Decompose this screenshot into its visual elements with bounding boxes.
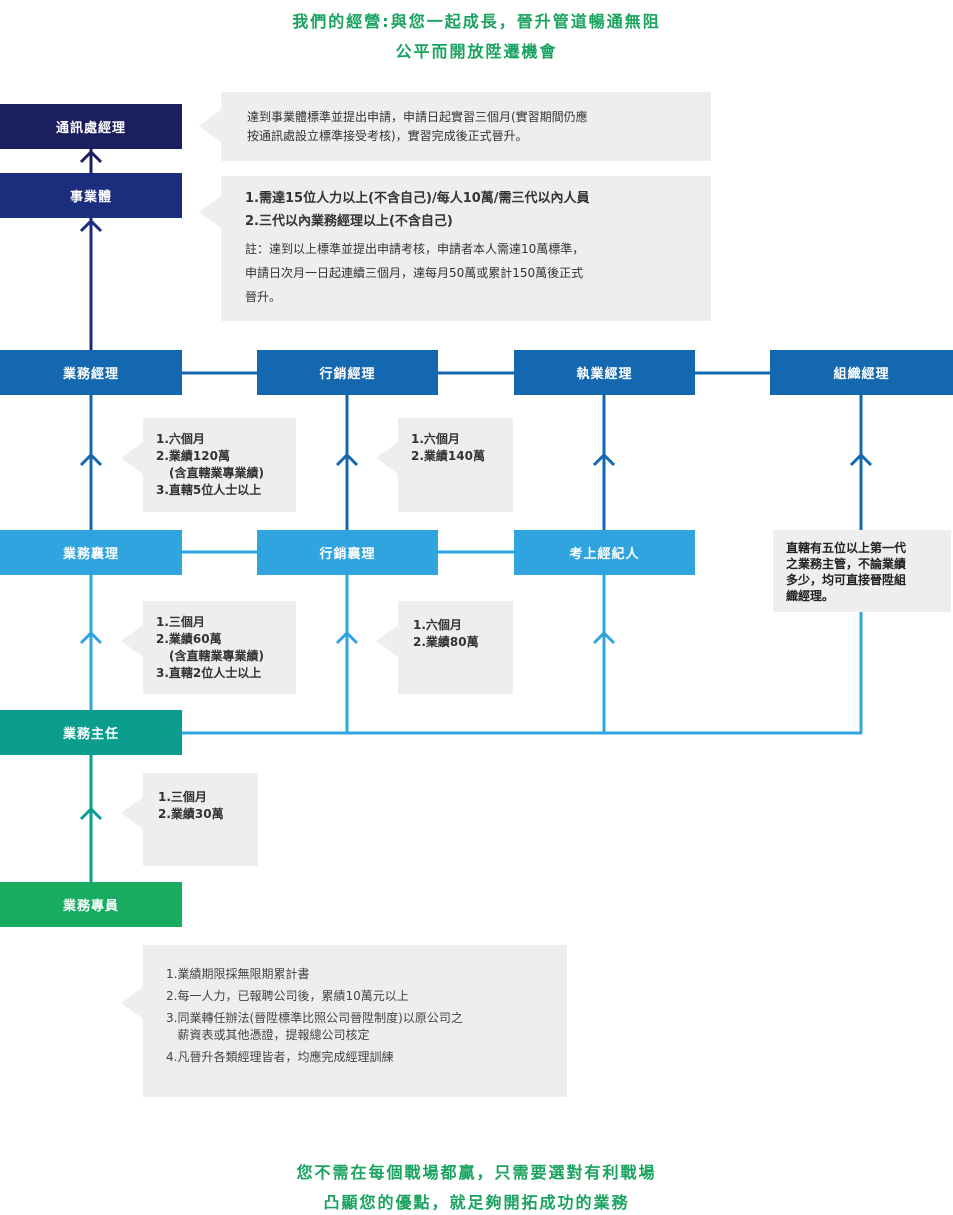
arrow-to-zuzhijingli: [849, 452, 873, 467]
arrow-to-zhiyejingli: [592, 452, 616, 467]
note-line: 織經理。: [786, 589, 835, 603]
position-shiyeti: 事業體: [0, 173, 182, 218]
note-to-zuzhi-jingli: 直轄有五位以上第一代 之業務主管，不論業績 多少，均可直接晉陞組 織經理。: [773, 530, 951, 612]
note-line: 3.同業轉任辦法(晉陞標準比照公司晉陞制度)以原公司之: [166, 1011, 463, 1025]
note-line: (含直轄業專業績): [169, 649, 264, 663]
note-general-rules: 1.業績期限採無限期累計書 2.每一人力，已報聘公司後，累績10萬元以上 3.同…: [121, 945, 567, 1097]
note-tongxunchu: 達到事業體標準並提出申請，申請日起實習三個月(實習期間仍應 按通訊處設立標準接受…: [199, 92, 711, 161]
position-yewu-zhuanyuan: 業務專員: [0, 882, 182, 927]
arrow-to-kaoshang: [592, 630, 616, 645]
note-line: 1.六個月: [156, 432, 205, 446]
note-to-yewu-zhuren: 1.三個月 2.業績30萬: [121, 773, 258, 866]
position-yewu-jingli: 業務經理: [0, 350, 182, 395]
note-line: 薪資表或其他憑證，提報總公司核定: [166, 1028, 370, 1042]
footer-line-1: 您不需在每個戰場都贏，只需要選對有利戰場: [296, 1163, 657, 1182]
note-line: 2.業績30萬: [158, 807, 224, 821]
position-tongxunchu-jingli: 通訊處經理: [0, 104, 182, 149]
note-line: 2.業績140萬: [411, 449, 485, 463]
note-line: 2.業績80萬: [413, 635, 479, 649]
note-to-xingxiao-jingli: 1.六個月 2.業績140萬: [376, 418, 513, 512]
arrow-to-xingxiaoxiangli: [335, 630, 359, 645]
position-zhiye-jingli: 執業經理: [514, 350, 695, 395]
arrow-to-yewuzhuren: [79, 806, 103, 821]
note-shiyeti: 1.需達15位人力以上(不含自己)/每人10萬/需三代以內人員 2.三代以內業務…: [199, 176, 711, 321]
position-xingxiao-xiangli: 行銷襄理: [257, 530, 438, 575]
position-xingxiao-jingli: 行銷經理: [257, 350, 438, 395]
note-line: 申請日次月一日起連續三個月，達每月50萬或累計150萬後正式: [245, 266, 584, 280]
note-line: 按通訊處設立標準接受考核)，實習完成後正式晉升。: [247, 129, 528, 143]
arrow-to-tongxunchu: [79, 149, 103, 164]
note-line: 2.三代以內業務經理以上(不含自己): [245, 214, 453, 229]
arrow-to-yewuxiangli: [79, 630, 103, 645]
note-to-xingxiao-xiangli: 1.六個月 2.業績80萬: [376, 601, 513, 694]
position-kaoshang-jingjiren: 考上經紀人: [514, 530, 695, 575]
header-line-1: 我們的經營:與您一起成長，晉升管道暢通無阻: [292, 12, 661, 31]
note-to-yewu-jingli: 1.六個月 2.業績120萬 (含直轄業專業績) 3.直轄5位人士以上: [121, 418, 296, 512]
position-zuzhi-jingli: 組織經理: [770, 350, 953, 395]
note-line: 達到事業體標準並提出申請，申請日起實習三個月(實習期間仍應: [247, 110, 588, 124]
note-line: (含直轄業專業績): [169, 466, 264, 480]
note-line: 1.六個月: [413, 618, 462, 632]
note-line: 直轄有五位以上第一代: [786, 541, 907, 555]
position-yewu-xiangli: 業務襄理: [0, 530, 182, 575]
note-to-yewu-xiangli: 1.三個月 2.業績60萬 (含直轄業專業績) 3.直轄2位人士以上: [121, 601, 296, 694]
arrow-to-yewujingli: [79, 452, 103, 467]
note-line: 1.三個月: [158, 790, 207, 804]
note-line: 4.凡晉升各類經理皆者，均應完成經理訓練: [166, 1050, 394, 1064]
note-line: 1.三個月: [156, 615, 205, 629]
note-line: 3.直轄5位人士以上: [156, 483, 262, 497]
note-line: 2.業績60萬: [156, 632, 222, 646]
note-line: 1.需達15位人力以上(不含自己)/每人10萬/需三代以內人員: [245, 191, 590, 206]
note-line: 註：達到以上標準並提出申請考核，申請者本人需達10萬標準，: [245, 242, 585, 256]
note-line: 之業務主管，不論業績: [786, 557, 907, 571]
note-line: 2.每一人力，已報聘公司後，累績10萬元以上: [166, 989, 409, 1003]
arrow-to-shiyeti: [79, 218, 103, 233]
note-line: 1.六個月: [411, 432, 460, 446]
note-line: 3.直轄2位人士以上: [156, 666, 262, 680]
footer-line-2: 凸顯您的優點，就足夠開拓成功的業務: [323, 1193, 630, 1212]
arrow-to-xingxiaojingli: [335, 452, 359, 467]
note-line: 晉升。: [245, 290, 282, 304]
note-line: 2.業績120萬: [156, 449, 230, 463]
note-line: 1.業績期限採無限期累計書: [166, 967, 310, 981]
header-line-2: 公平而開放陞遷機會: [395, 42, 558, 61]
position-yewu-zhuren: 業務主任: [0, 710, 182, 755]
note-line: 多少，均可直接晉陞組: [786, 573, 907, 587]
